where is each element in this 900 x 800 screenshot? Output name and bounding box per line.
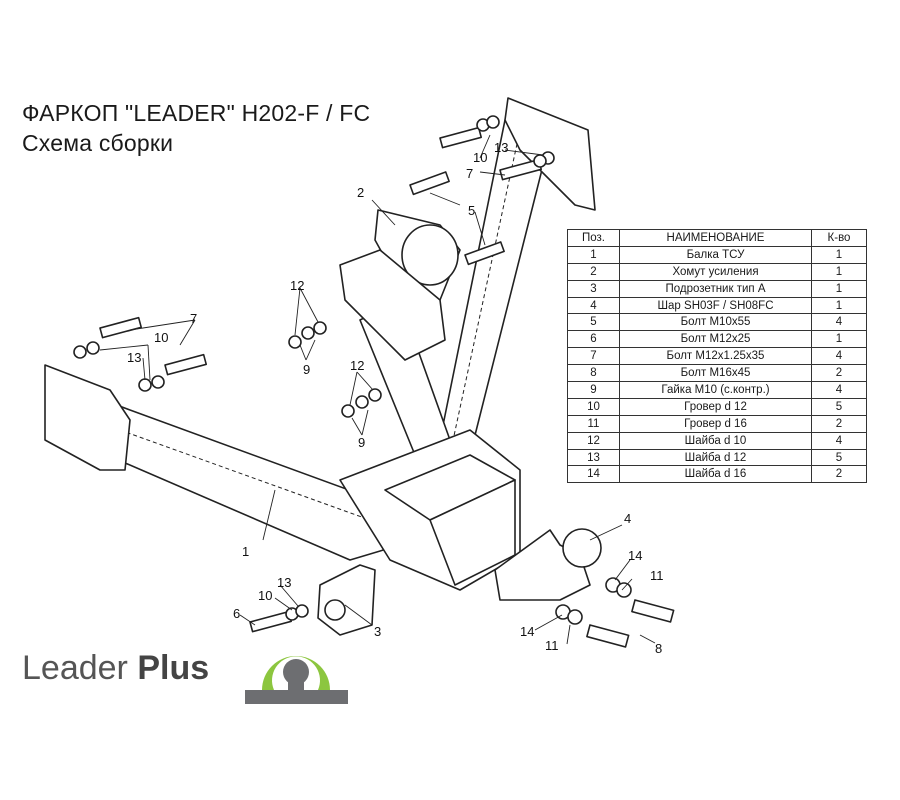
column-header: Поз. xyxy=(567,229,620,247)
callout-14b: 14 xyxy=(520,624,534,639)
table-cell: 9 xyxy=(567,381,620,399)
table-cell: 6 xyxy=(567,330,620,349)
table-cell: 4 xyxy=(811,347,867,366)
callout-9a: 9 xyxy=(303,362,310,377)
callout-12a: 12 xyxy=(290,278,304,293)
table-cell: 4 xyxy=(811,313,867,332)
callout-13b: 13 xyxy=(127,350,141,365)
table-cell: Болт М12x1.25x35 xyxy=(619,347,812,366)
callout-10b: 10 xyxy=(154,330,168,345)
callout-7a: 7 xyxy=(190,311,197,326)
callout-6: 6 xyxy=(233,606,240,621)
table-cell: 7 xyxy=(567,347,620,366)
towball-mount xyxy=(494,529,591,601)
table-cell: 5 xyxy=(567,313,620,332)
logo-word-plus: Plus xyxy=(137,649,210,687)
callout-11b: 11 xyxy=(545,638,559,653)
towball xyxy=(562,528,602,568)
table-cell: 1 xyxy=(811,296,867,315)
callout-13a: 13 xyxy=(494,140,508,155)
callout-8: 8 xyxy=(655,641,662,656)
table-cell: 11 xyxy=(567,414,620,433)
table-cell: 4 xyxy=(811,431,867,450)
table-cell: Болт М10x55 xyxy=(619,313,812,332)
callout-11a: 11 xyxy=(650,568,664,583)
table-cell: 1 xyxy=(567,245,620,264)
table-cell: 1 xyxy=(811,330,867,349)
table-cell: Гайка М10 (с.контр.) xyxy=(619,381,812,399)
table-cell: 1 xyxy=(811,245,867,264)
table-cell: 2 xyxy=(567,262,620,281)
table-cell: 13 xyxy=(567,448,620,467)
callout-2: 2 xyxy=(357,185,364,200)
callout-4: 4 xyxy=(624,511,631,526)
callout-3: 3 xyxy=(374,624,381,639)
table-cell: Шайба d 10 xyxy=(619,431,812,450)
table-cell: 12 xyxy=(567,431,620,450)
table-cell: 2 xyxy=(811,414,867,433)
table-cell: 8 xyxy=(567,364,620,383)
logo-wordmark: Leader Plus xyxy=(22,649,209,688)
table-cell: 2 xyxy=(811,364,867,383)
table-cell: Балка ТСУ xyxy=(619,245,812,264)
column-header: НАИМЕНОВАНИЕ xyxy=(619,229,812,247)
table-cell: Шайба d 12 xyxy=(619,448,812,467)
callout-10c: 10 xyxy=(258,588,272,603)
table-cell: 2 xyxy=(811,465,867,484)
table-cell: 1 xyxy=(811,262,867,281)
table-header-row: Поз. НАИМЕНОВАНИЕ К-во xyxy=(567,229,867,247)
mount-plate-left xyxy=(44,364,131,471)
table-cell: 4 xyxy=(567,296,620,315)
table-cell: 3 xyxy=(567,279,620,298)
table-cell: 5 xyxy=(811,448,867,467)
table-cell: Гровер d 16 xyxy=(619,414,812,433)
table-cell: Шайба d 16 xyxy=(619,465,812,484)
table-cell: Хомут усиления xyxy=(619,262,812,281)
table-cell: Шар SH03F / SH08FC xyxy=(619,296,812,315)
callout-7b: 7 xyxy=(466,166,473,181)
table-cell: Болт М16x45 xyxy=(619,364,812,383)
leader-plus-logo-icon xyxy=(245,655,348,704)
callout-5: 5 xyxy=(468,203,475,218)
page-title: ФАРКОП "LEADER" H202-F / FC xyxy=(22,100,371,126)
table-cell: 1 xyxy=(811,279,867,298)
table-cell: 4 xyxy=(811,381,867,399)
socket-plate xyxy=(317,564,376,636)
callout-13c: 13 xyxy=(277,575,291,590)
callout-12b: 12 xyxy=(350,358,364,373)
callout-1: 1 xyxy=(242,544,249,559)
bracket-plate xyxy=(339,249,446,361)
logo-word-leader: Leader xyxy=(22,649,128,687)
table-cell: 5 xyxy=(811,397,867,416)
table-cell: Болт М12x25 xyxy=(619,330,812,349)
page-subtitle: Схема сборки xyxy=(22,130,174,156)
column-header: К-во xyxy=(811,229,867,247)
callout-14a: 14 xyxy=(628,548,642,563)
table-cell: Гровер d 12 xyxy=(619,397,812,416)
callout-9b: 9 xyxy=(358,435,365,450)
table-cell: 10 xyxy=(567,397,620,416)
table-cell: 14 xyxy=(567,465,620,484)
table-cell: Подрозетник тип А xyxy=(619,279,812,298)
callout-10a: 10 xyxy=(473,150,487,165)
